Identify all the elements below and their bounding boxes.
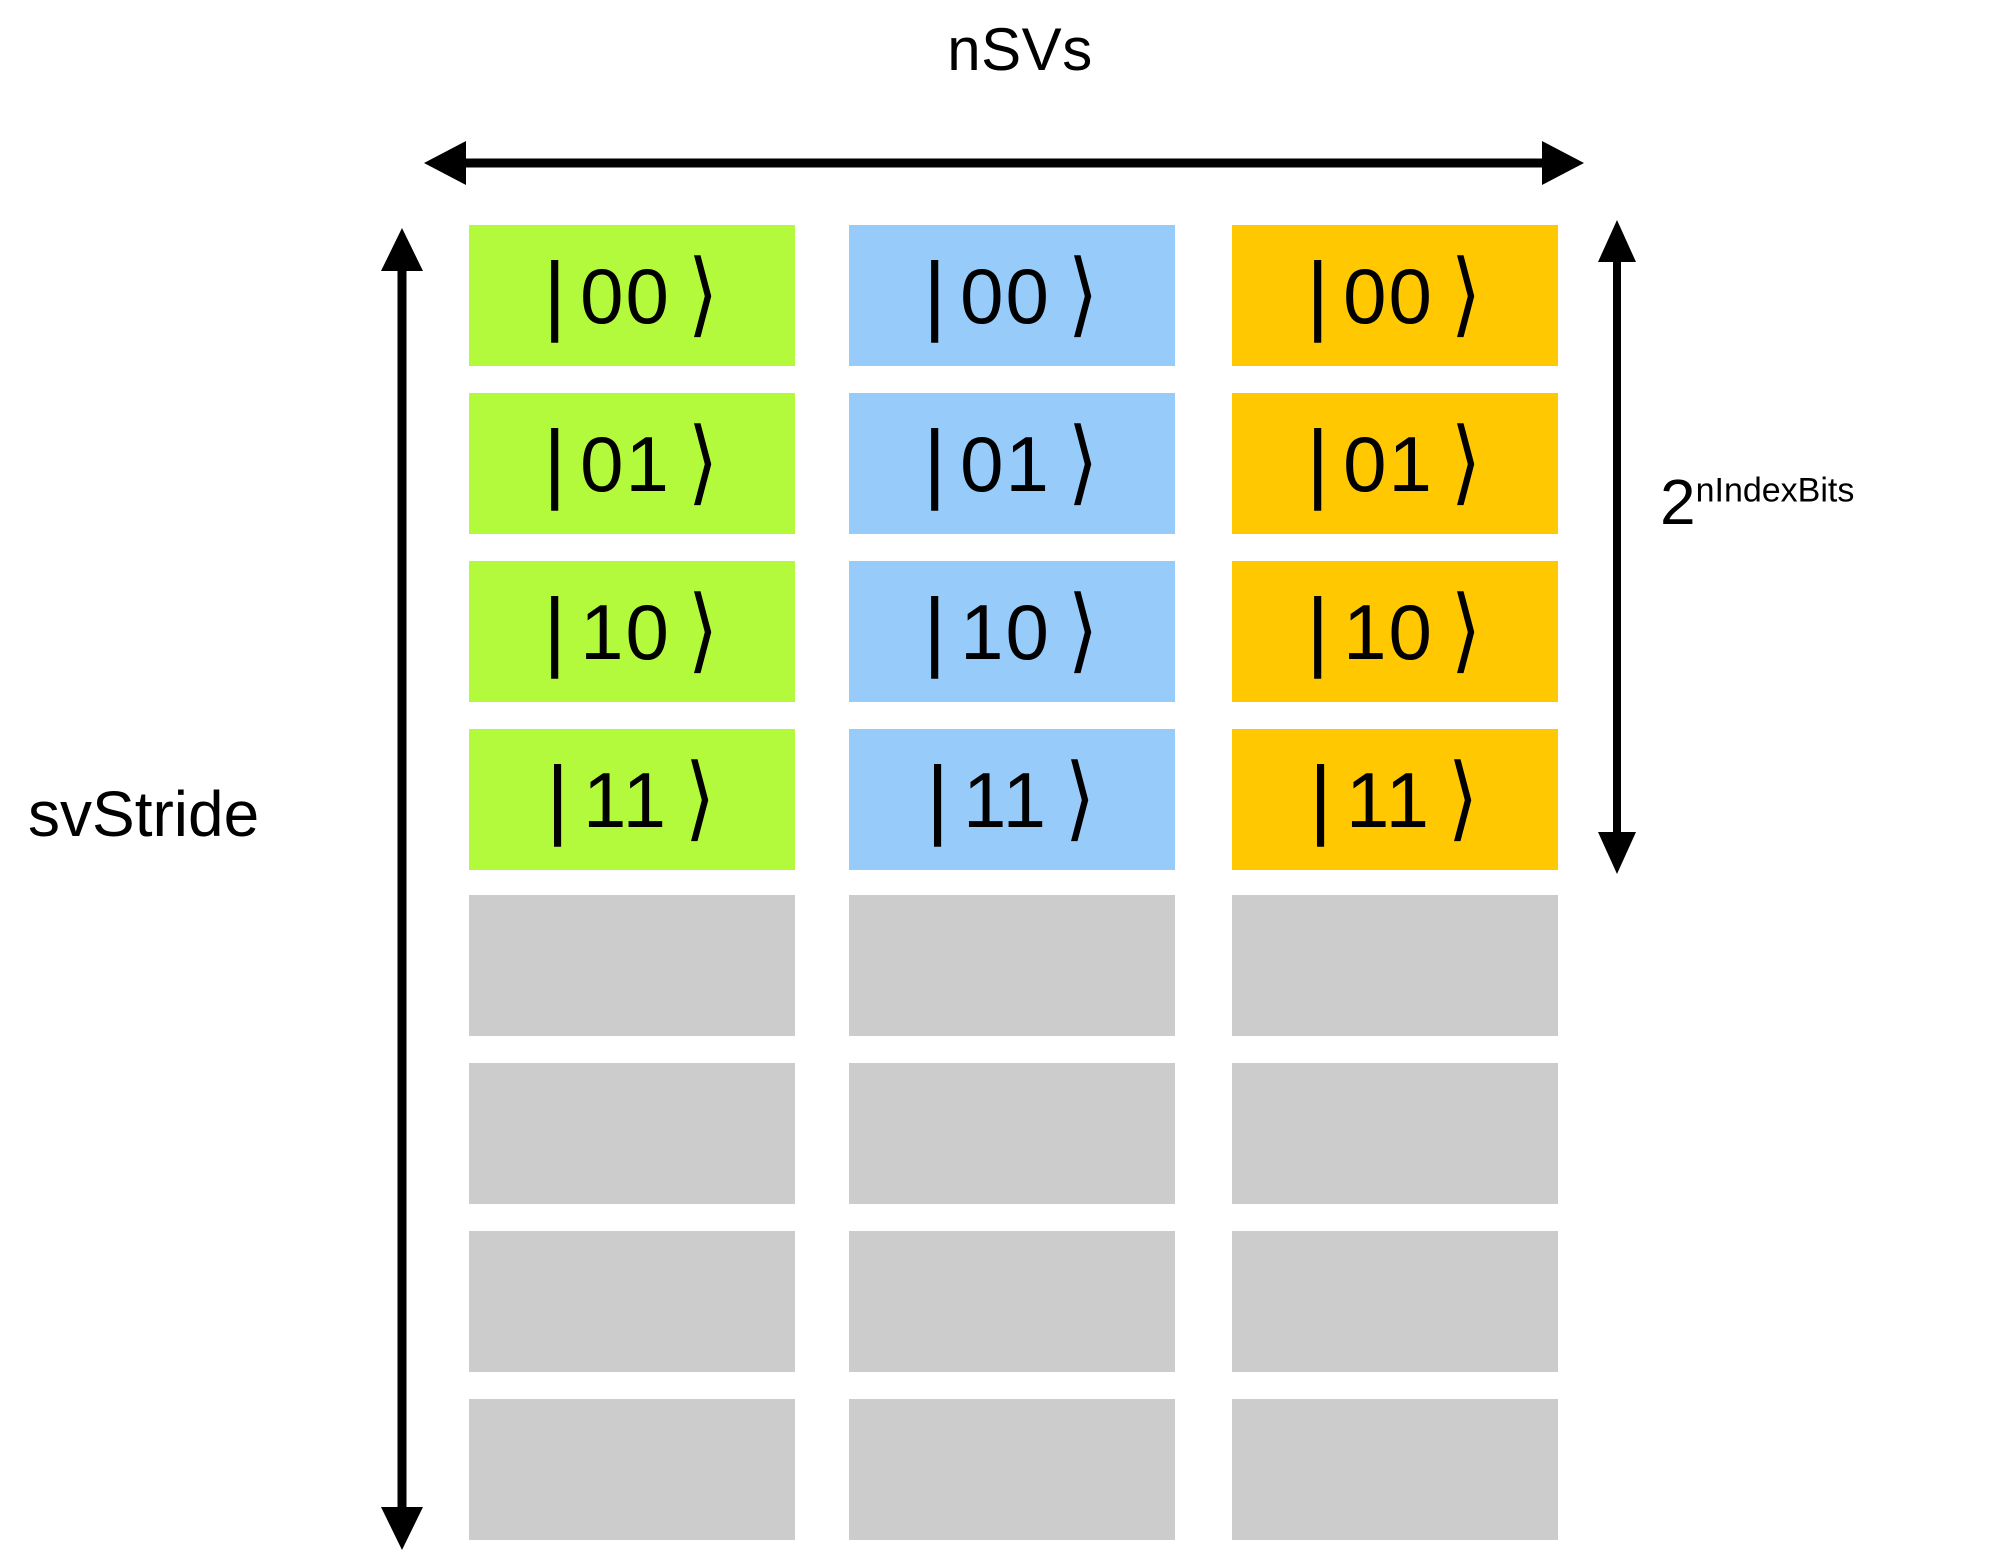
- cell-empty[interactable]: [1232, 1063, 1558, 1204]
- ket-close-angle: ⟩: [1067, 410, 1099, 513]
- cell-empty[interactable]: [469, 1399, 795, 1540]
- cell-ket-01[interactable]: |01⟩: [469, 393, 795, 534]
- ket-basis-state: 10: [960, 587, 1051, 676]
- cell-ket-11[interactable]: |11⟩: [849, 729, 1175, 870]
- ket-notation: |11⟩: [926, 746, 1098, 849]
- ket-close-angle: ⟩: [1447, 746, 1479, 849]
- ket-notation: |11⟩: [1309, 746, 1481, 849]
- ket-basis-state: 11: [1345, 755, 1431, 844]
- cell-ket-10[interactable]: |10⟩: [1232, 561, 1558, 702]
- ket-close-angle: ⟩: [687, 242, 719, 345]
- ket-notation: |10⟩: [1306, 578, 1484, 681]
- cell-ket-10[interactable]: |10⟩: [469, 561, 795, 702]
- ket-close-angle: ⟩: [1067, 578, 1099, 681]
- cell-empty[interactable]: [849, 1399, 1175, 1540]
- ket-basis-state: 10: [580, 587, 671, 676]
- ket-close-angle: ⟩: [1450, 242, 1482, 345]
- ket-open-bar: |: [1306, 411, 1330, 511]
- svstride-label-text: svStride: [28, 778, 260, 850]
- svstride-label: svStride: [28, 782, 259, 846]
- nindexbits-span-arrow: [1598, 220, 1636, 874]
- ket-close-angle: ⟩: [1450, 410, 1482, 513]
- ket-notation: |10⟩: [923, 578, 1101, 681]
- ket-close-angle: ⟩: [687, 410, 719, 513]
- cell-ket-01[interactable]: |01⟩: [1232, 393, 1558, 534]
- ket-basis-state: 10: [1343, 587, 1434, 676]
- cell-ket-00[interactable]: |00⟩: [469, 225, 795, 366]
- cell-empty[interactable]: [1232, 895, 1558, 1036]
- ket-notation: |01⟩: [543, 410, 721, 513]
- cell-empty[interactable]: [849, 1231, 1175, 1372]
- ket-open-bar: |: [1309, 747, 1332, 847]
- cell-ket-11[interactable]: |11⟩: [1232, 729, 1558, 870]
- ket-basis-state: 01: [960, 419, 1051, 508]
- ket-open-bar: |: [546, 747, 569, 847]
- nindexbits-base: 2: [1660, 466, 1696, 538]
- cell-empty[interactable]: [469, 895, 795, 1036]
- ket-notation: |00⟩: [1306, 242, 1484, 345]
- ket-close-angle: ⟩: [1067, 242, 1099, 345]
- ket-close-angle: ⟩: [684, 746, 716, 849]
- ket-close-angle: ⟩: [687, 578, 719, 681]
- ket-notation: |00⟩: [543, 242, 721, 345]
- ket-basis-state: 01: [1343, 419, 1434, 508]
- cell-ket-00[interactable]: |00⟩: [1232, 225, 1558, 366]
- ket-basis-state: 00: [1343, 251, 1434, 340]
- cell-ket-00[interactable]: |00⟩: [849, 225, 1175, 366]
- cell-ket-01[interactable]: |01⟩: [849, 393, 1175, 534]
- ket-close-angle: ⟩: [1064, 746, 1096, 849]
- svstride-span-arrow: [381, 228, 423, 1550]
- ket-close-angle: ⟩: [1450, 578, 1482, 681]
- cell-ket-11[interactable]: |11⟩: [469, 729, 795, 870]
- ket-open-bar: |: [1306, 579, 1330, 679]
- ket-open-bar: |: [923, 411, 947, 511]
- ket-basis-state: 00: [580, 251, 671, 340]
- ket-notation: |01⟩: [1306, 410, 1484, 513]
- ket-basis-state: 01: [580, 419, 671, 508]
- ket-basis-state: 11: [962, 755, 1048, 844]
- cell-empty[interactable]: [849, 895, 1175, 1036]
- nsvs-label: nSVs: [0, 20, 2000, 80]
- ket-basis-state: 11: [582, 755, 668, 844]
- nsvs-label-text: nSVs: [947, 16, 1093, 83]
- ket-open-bar: |: [926, 747, 949, 847]
- ket-basis-state: 00: [960, 251, 1051, 340]
- ket-open-bar: |: [543, 579, 567, 679]
- ket-notation: |11⟩: [546, 746, 718, 849]
- ket-open-bar: |: [923, 579, 947, 679]
- nindexbits-exponent: nIndexBits: [1695, 471, 1855, 510]
- nindexbits-label: 2nIndexBits: [1660, 470, 1854, 534]
- ket-notation: |10⟩: [543, 578, 721, 681]
- ket-notation: |00⟩: [923, 242, 1101, 345]
- cell-ket-10[interactable]: |10⟩: [849, 561, 1175, 702]
- cell-empty[interactable]: [469, 1063, 795, 1204]
- ket-open-bar: |: [1306, 243, 1330, 343]
- cell-empty[interactable]: [1232, 1231, 1558, 1372]
- cell-empty[interactable]: [469, 1231, 795, 1372]
- ket-open-bar: |: [543, 243, 567, 343]
- cell-empty[interactable]: [1232, 1399, 1558, 1540]
- cell-empty[interactable]: [849, 1063, 1175, 1204]
- nsvs-span-arrow: [424, 141, 1584, 185]
- ket-notation: |01⟩: [923, 410, 1101, 513]
- ket-open-bar: |: [923, 243, 947, 343]
- ket-open-bar: |: [543, 411, 567, 511]
